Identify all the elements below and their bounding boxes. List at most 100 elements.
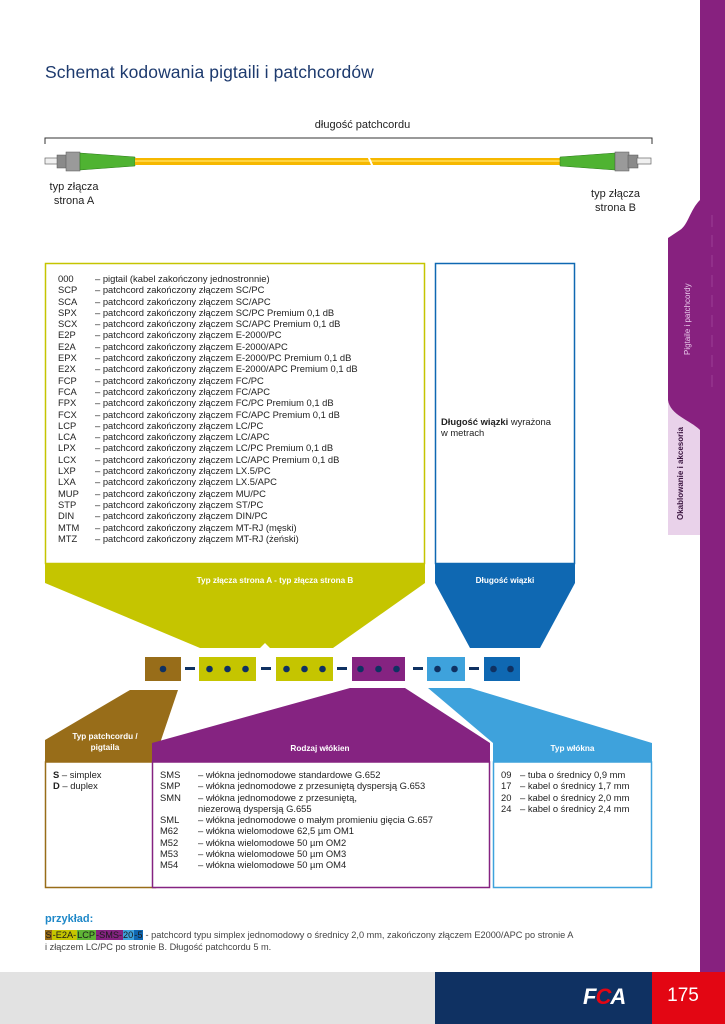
item-description: – patchcord zakończony złączem FC/APC Pr…	[95, 408, 340, 420]
connector-header: Typ złącza strona A - typ złącza strona …	[196, 576, 354, 585]
side-tab-inactive[interactable]	[668, 400, 700, 535]
example-code-part: -E2A-	[52, 930, 77, 940]
separator	[337, 667, 347, 670]
item-code: MTM	[58, 521, 80, 533]
length-description: Długość wiązki wyrażona w metrach	[441, 416, 571, 439]
list-item: M52– włókna wielomodowe 50 µm OM2	[160, 837, 433, 848]
connector-a-label-line1: typ złącza	[49, 181, 99, 193]
list-item: niezerową dyspersją G.655	[160, 803, 433, 814]
connector-codes-list: 000– pigtail (kabel zakończony jednostro…	[58, 273, 358, 544]
list-item: LPX – patchcord zakończony złączem LC/PC …	[58, 442, 358, 453]
item-code: FCA	[58, 385, 77, 397]
item-code: LPX	[58, 442, 76, 454]
code-digit-dot	[319, 665, 326, 673]
code-digit-dot	[490, 665, 497, 673]
example-description-line2: i złączem LC/PC po stronie B. Długość pa…	[45, 942, 272, 952]
item-code: 17	[501, 780, 512, 792]
type-desc: – simplex	[59, 769, 102, 780]
item-code: LXP	[58, 465, 76, 477]
list-item: SMS– włókna jednomodowe standardowe G.65…	[160, 769, 433, 780]
example-code-part: LCP	[76, 930, 96, 940]
item-code: SMP	[160, 780, 181, 792]
connector-funnel	[45, 563, 425, 648]
item-description: – włókna wielomodowe 50 µm OM2	[198, 836, 347, 848]
example-code-part: -SMS-	[95, 930, 123, 940]
length-box-frame	[434, 262, 576, 565]
list-item: 24 – kabel o średnicy 2,4 mm	[501, 803, 629, 814]
connector-box-frame	[44, 262, 426, 565]
item-description: – włókna wielomodowe 62,5 µm OM1	[198, 825, 354, 837]
length-description-rest: wyrażona	[508, 416, 551, 427]
item-code: M53	[160, 848, 179, 860]
page-title: Schemat kodowania pigtaili i patchcordów	[45, 62, 374, 82]
item-description: – włókna wielomodowe 50 µm OM4	[198, 859, 347, 871]
item-description: – patchcord zakończony złączem LC/PC Pre…	[95, 442, 334, 454]
item-code: E2P	[58, 329, 76, 341]
example-label: przykład:	[45, 913, 94, 925]
item-description: – patchcord zakończony złączem LX.5/APC	[95, 476, 277, 488]
connector-b-label-line2: strona B	[595, 202, 636, 214]
item-description: – patchcord zakończony złączem MU/PC	[95, 487, 266, 499]
item-code: 20	[501, 791, 512, 803]
item-code: M62	[160, 825, 179, 837]
patchcord-type-list: S – simplex D – duplex	[53, 769, 101, 792]
list-item: LCX– patchcord zakończony złączem LC/APC…	[58, 454, 358, 465]
side-tab-active[interactable]	[668, 200, 725, 972]
item-code: DIN	[58, 510, 75, 522]
list-item: SCX– patchcord zakończony złączem SC/APC…	[58, 318, 358, 329]
patchcord-length-label: długość patchcordu	[314, 119, 411, 131]
list-item: MTM– patchcord zakończony złączem MT-RJ …	[58, 522, 358, 533]
length-funnel	[435, 563, 575, 648]
example-code-part: 20	[122, 930, 134, 940]
item-code: SMS	[160, 769, 181, 780]
code-digit-dot	[357, 665, 364, 673]
list-item: EPX– patchcord zakończony złączem E-2000…	[58, 352, 358, 363]
item-description: – patchcord zakończony złączem FC/PC	[95, 374, 264, 386]
page-number: 175	[667, 985, 699, 1006]
item-description: – tuba o średnicy 0,9 mm	[520, 769, 626, 780]
list-item: S – simplex	[53, 769, 101, 780]
item-description: – włókna wielomodowe 50 µm OM3	[198, 848, 347, 860]
item-description: – kabel o średnicy 2,0 mm	[520, 791, 630, 803]
item-description: – patchcord zakończony złączem SC/PC	[95, 284, 265, 296]
list-item: 09– tuba o średnicy 0,9 mm	[501, 769, 629, 780]
item-code: EPX	[58, 352, 77, 364]
separator	[413, 667, 423, 670]
list-item: FCX– patchcord zakończony złączem FC/APC…	[58, 409, 358, 420]
fiber-funnel	[152, 688, 490, 762]
code-digit-dot	[375, 665, 382, 673]
item-code: SPX	[58, 306, 77, 318]
item-code: LCP	[58, 419, 77, 431]
item-description: – patchcord zakończony złączem MT-RJ (że…	[95, 532, 299, 544]
example-code: S-E2A-LCP-SMS-20-5	[45, 930, 143, 940]
item-description: – patchcord zakończony złączem DIN/PC	[95, 510, 268, 522]
item-description: – patchcord zakończony złączem FC/APC	[95, 385, 271, 397]
code-digit-dot	[451, 665, 458, 673]
brand-logo: FCA	[583, 984, 626, 1010]
type-code: D	[53, 780, 60, 792]
item-code: 24	[501, 802, 512, 814]
list-item: M54 – włókna wielomodowe 50 µm OM4	[160, 859, 433, 870]
item-description: – patchcord zakończony złączem LX.5/PC	[95, 465, 271, 477]
connector-b-label: typ złącza strona B	[578, 187, 653, 215]
list-item: LXA – patchcord zakończony złączem LX.5/A…	[58, 476, 358, 487]
example-text: S-E2A-LCP-SMS-20-5 - patchcord typu simp…	[45, 929, 645, 953]
item-code: M54	[160, 859, 179, 871]
item-code: LXA	[58, 476, 76, 488]
segment-fiber-type	[427, 657, 465, 681]
item-code: SCX	[58, 318, 78, 330]
list-item: M53 – włókna wielomodowe 50 µm OM3	[160, 848, 433, 859]
item-code: LCA	[58, 431, 77, 443]
list-item: FPX– patchcord zakończony złączem FC/PC …	[58, 397, 358, 408]
length-description-bold: Długość wiązki	[441, 416, 509, 427]
list-item: SCA– patchcord zakończony złączem SC/APC	[58, 296, 358, 307]
list-item: SMP– włókna jednomodowe z przesuniętą dy…	[160, 780, 433, 791]
list-item: SML– włókna jednomodowe o małym promieni…	[160, 814, 433, 825]
list-item: LXP – patchcord zakończony złączem LX.5/P…	[58, 465, 358, 476]
item-description: – kabel o średnicy 2,4 mm	[520, 802, 630, 814]
footer-page-panel	[652, 972, 725, 1024]
code-digit-dot	[393, 665, 400, 673]
item-description: – pigtail (kabel zakończony jednostronni…	[95, 273, 270, 284]
